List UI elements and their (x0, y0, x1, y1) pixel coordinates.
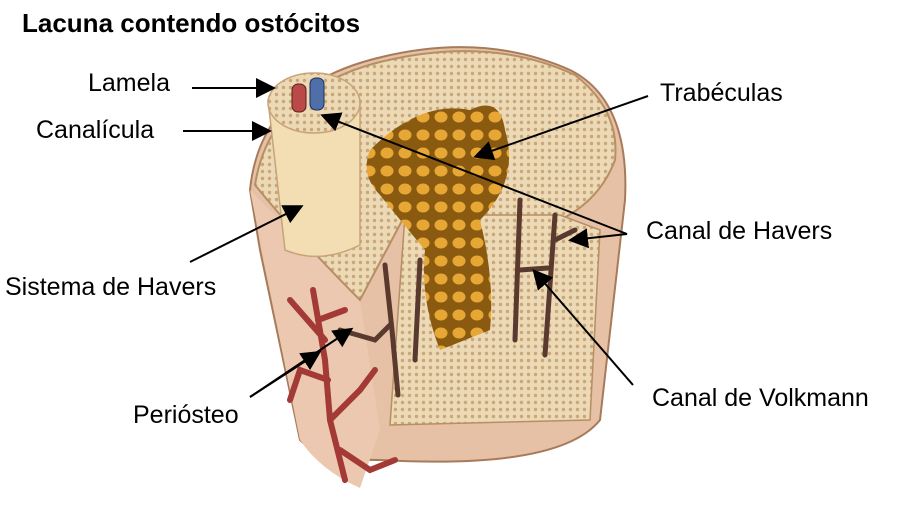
label-sistema-havers: Sistema de Havers (5, 273, 217, 301)
label-canalicula: Canalícula (36, 116, 155, 144)
arrow-canal-havers-2 (320, 112, 628, 235)
label-canal-volkmann: Canal de Volkmann (652, 384, 869, 412)
label-canal-havers: Canal de Havers (646, 217, 833, 245)
arrow-canal-havers-1 (568, 228, 628, 249)
label-periosteo: Periósteo (133, 401, 239, 429)
bone-side (250, 190, 380, 488)
label-trabeculas: Trabéculas (660, 79, 783, 107)
label-lamela: Lamela (88, 69, 170, 97)
diagram-title: Lacuna contendo ostócitos (22, 8, 361, 38)
arrow-sistema-havers (189, 205, 304, 263)
cut-face (389, 214, 601, 426)
vein-icon (309, 77, 325, 111)
trabecular-bone (366, 105, 510, 350)
artery-icon (291, 83, 307, 113)
arrow-trabeculas (473, 95, 649, 161)
arrow-periosteo-2 (249, 327, 354, 398)
arrow-canal-volkmann (532, 268, 634, 386)
